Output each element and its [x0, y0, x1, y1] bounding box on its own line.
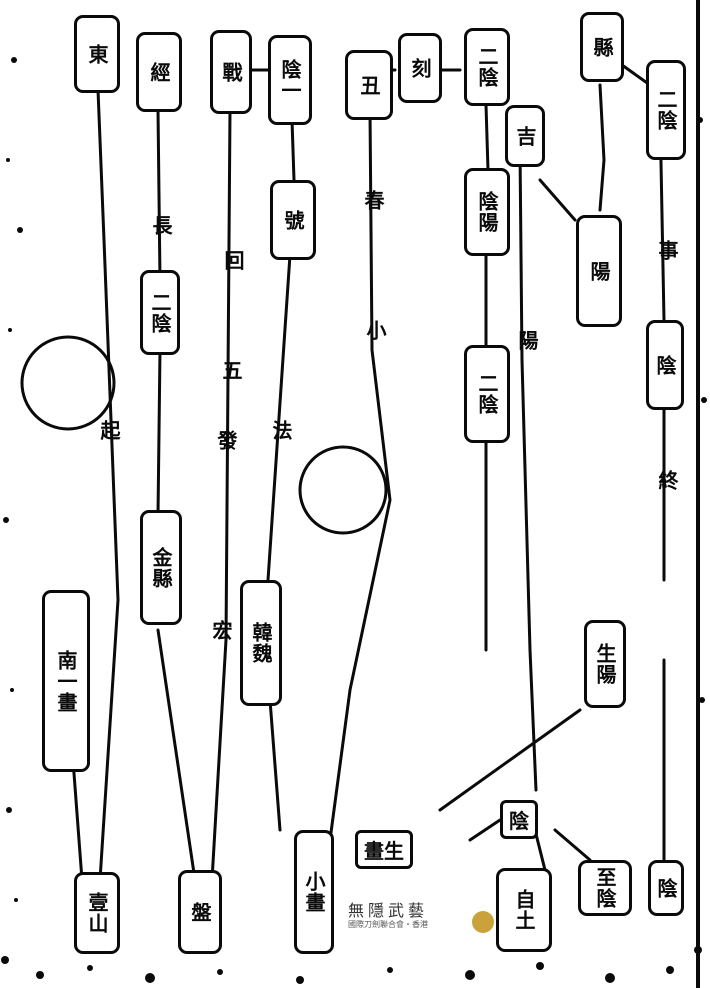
node-side-a: 生陽 — [584, 620, 626, 708]
node-col6-top: 刻 — [398, 33, 442, 103]
note-8: 小 — [363, 320, 387, 340]
note-9: 陽 — [515, 330, 539, 350]
node-col7-bottom: 自土 — [496, 868, 552, 952]
node-col2-mid: 二陰 — [140, 270, 180, 355]
node-col2-low: 金縣 — [140, 510, 182, 625]
watermark-title: 無隱武藝 — [348, 901, 429, 920]
node-col4-mid: 韓魏 — [240, 580, 282, 706]
note-10: 事 — [655, 240, 679, 260]
watermark-seal-icon — [472, 911, 494, 933]
note-3: 五 — [219, 360, 243, 380]
note-5: 宏 — [209, 620, 233, 640]
node-col3-mid: 陰一 — [268, 35, 312, 125]
node-col8-top: 縣 — [580, 12, 624, 82]
line-col2a — [156, 108, 162, 282]
node-col8-low: 至陰 — [578, 860, 632, 916]
note-7: 春 — [361, 190, 385, 210]
node-col4-top: 號 — [270, 180, 316, 260]
node-col1-bottom: 壹山 — [74, 872, 120, 954]
node-col6-extra: 二陰 — [464, 345, 510, 443]
node-col4-bottom: 小畫 — [294, 830, 334, 954]
node-col8-mid: 陽 — [576, 215, 622, 327]
note-2: 回 — [221, 250, 245, 270]
note-11: 終 — [655, 470, 679, 490]
node-col1-mid: 南一畫 — [42, 590, 90, 772]
node-col9-top: 二陰 — [646, 60, 686, 160]
watermark-subtitle: 國際刀劍聯合會・香港 — [348, 920, 428, 929]
node-col2-top: 經 — [136, 32, 182, 112]
node-col9-mid: 陰 — [646, 320, 684, 410]
node-col6-low: 陰陽 — [464, 168, 510, 256]
note-0: 起 — [97, 420, 121, 440]
node-col8-bottom: 陰 — [648, 860, 684, 916]
node-col5-top: 丑 — [345, 50, 393, 120]
node-col7-top: 吉 — [505, 105, 545, 167]
note-4: 發 — [214, 430, 238, 450]
node-col6-mid: 二陰 — [464, 28, 510, 106]
node-col3-top: 戰 — [210, 30, 252, 114]
line-col1 — [96, 88, 120, 882]
node-col2-bottom: 盤 — [178, 870, 222, 954]
watermark: 無隱武藝 國際刀劍聯合會・香港 — [348, 895, 498, 945]
badge-right: 陰 — [500, 800, 538, 839]
note-1: 長 — [149, 215, 173, 235]
note-6: 法 — [269, 420, 293, 440]
node-col1-top: 東 — [74, 15, 120, 93]
badge-left: 畫生 — [355, 830, 413, 869]
